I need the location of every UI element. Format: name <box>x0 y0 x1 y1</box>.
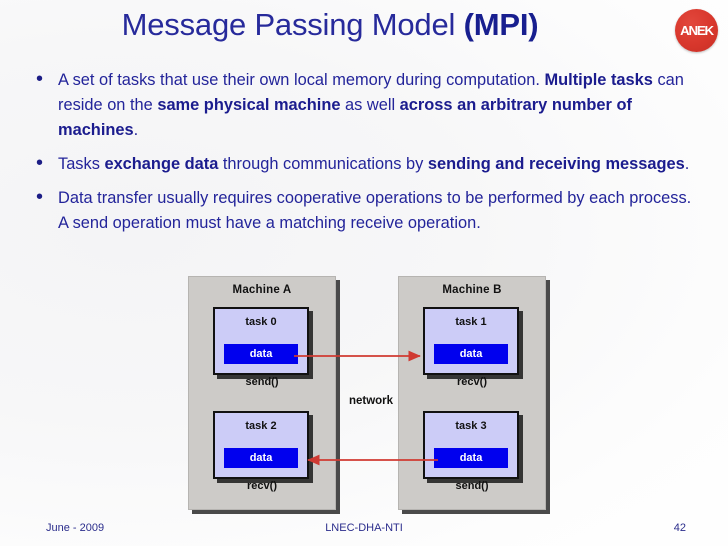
bullet-text: Data transfer usually requires cooperati… <box>58 189 692 232</box>
list-item: • A set of tasks that use their own loca… <box>36 68 696 143</box>
call-label: recv() <box>247 480 277 492</box>
bullet-marker-icon: • <box>36 152 44 174</box>
machine-panel-b: Machine B task 1 data recv() task 3 data… <box>398 276 546 510</box>
network-label: network <box>348 395 394 407</box>
call-label: send() <box>455 480 489 492</box>
task-box-2: task 2 data <box>213 411 309 479</box>
data-buffer: data <box>434 448 508 468</box>
task-label: task 1 <box>455 316 487 328</box>
task-label: task 0 <box>245 316 277 328</box>
bullet-marker-icon: • <box>36 186 44 208</box>
task-label: task 3 <box>455 420 487 432</box>
title-emphasis-text: (MPI) <box>463 7 539 42</box>
logo-monogram-text: ANEK <box>680 23 714 38</box>
slide-footer: June - 2009 LNEC-DHA-NTI 42 <box>0 522 728 538</box>
data-buffer: data <box>224 448 298 468</box>
organization-logo: ANEK <box>675 9 718 52</box>
title-area: Message Passing Model (MPI) <box>0 6 660 44</box>
footer-organization: LNEC-DHA-NTI <box>325 522 403 534</box>
call-label: recv() <box>457 376 487 388</box>
task-box-3: task 3 data <box>423 411 519 479</box>
page-title: Message Passing Model (MPI) <box>0 6 660 44</box>
bullet-marker-icon: • <box>36 68 44 90</box>
machine-title: Machine B <box>442 284 502 296</box>
call-label: send() <box>245 376 279 388</box>
mpi-diagram: Machine A task 0 data send() task 2 data… <box>188 276 546 514</box>
list-item: • Data transfer usually requires coopera… <box>36 186 696 236</box>
bullet-list: • A set of tasks that use their own loca… <box>36 68 696 245</box>
bullet-text: Tasks exchange data through communicatio… <box>58 155 690 173</box>
machine-title: Machine A <box>232 284 292 296</box>
machine-panel-a: Machine A task 0 data send() task 2 data… <box>188 276 336 510</box>
footer-date: June - 2009 <box>46 522 105 534</box>
bullet-text: A set of tasks that use their own local … <box>58 71 684 139</box>
data-buffer: data <box>224 344 298 364</box>
data-buffer: data <box>434 344 508 364</box>
list-item: • Tasks exchange data through communicat… <box>36 152 696 177</box>
task-box-0: task 0 data <box>213 307 309 375</box>
title-main-text: Message Passing Model <box>121 7 464 42</box>
task-label: task 2 <box>245 420 277 432</box>
slide-number: 42 <box>673 522 686 534</box>
task-box-1: task 1 data <box>423 307 519 375</box>
